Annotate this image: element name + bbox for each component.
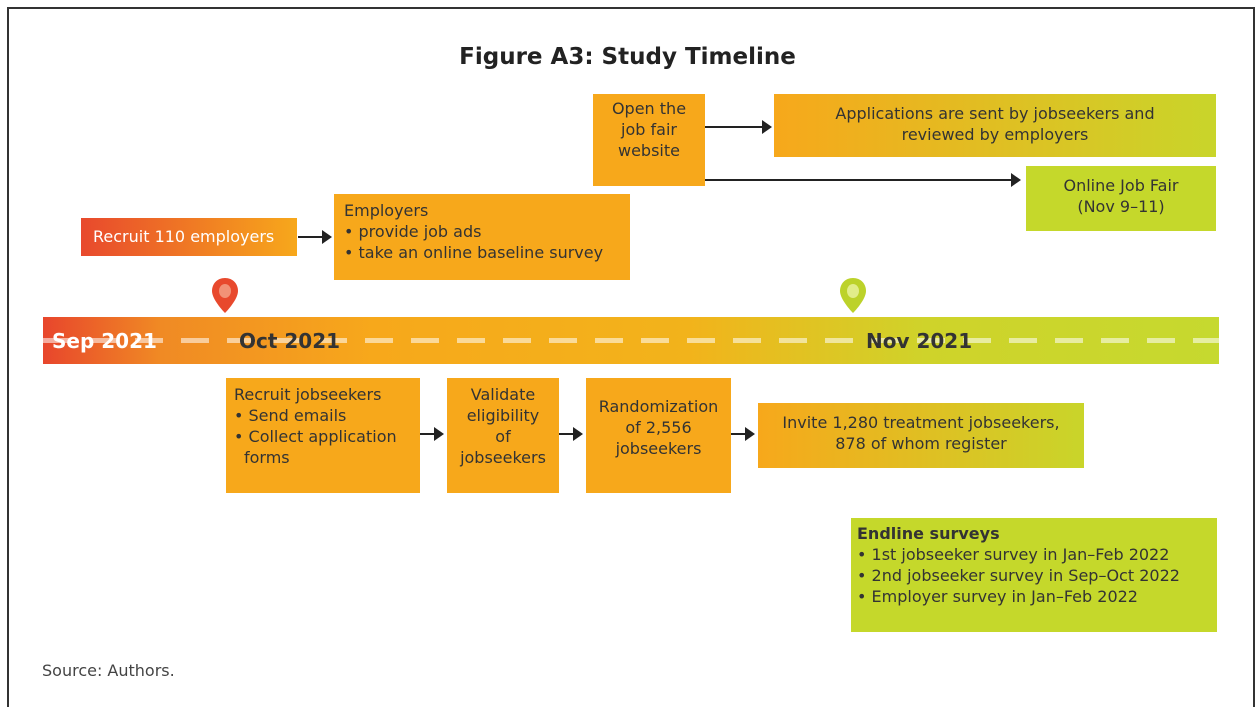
invite-line-2: 878 of whom register (835, 434, 1007, 453)
recruit-jobseekers-item-3: forms (244, 448, 290, 467)
timeline-label-sep: Sep 2021 (52, 329, 157, 353)
validate-line-4: jobseekers (460, 448, 546, 467)
applications-line-2: reviewed by employers (901, 125, 1089, 144)
arrow-randomization-to-invite (731, 427, 755, 441)
arrow-website-to-applications (705, 120, 772, 134)
invite-box: Invite 1,280 treatment jobseekers, 878 o… (758, 403, 1084, 468)
employers-item-2: • take an online baseline survey (344, 243, 604, 262)
recruit-employers-box: Recruit 110 employers (81, 218, 297, 256)
validate-line-3: of (495, 427, 511, 446)
randomization-line-2: of 2,556 (625, 418, 692, 437)
endline-item-1: • 1st jobseeker survey in Jan–Feb 2022 (857, 545, 1170, 564)
online-job-fair-box: Online Job Fair (Nov 9–11) (1026, 166, 1216, 231)
red-map-pin-icon (212, 278, 238, 313)
employers-title: Employers (344, 201, 429, 220)
employers-item-1: • provide job ads (344, 222, 482, 241)
applications-box: Applications are sent by jobseekers and … (774, 94, 1216, 157)
arrow-website-to-online-fair (705, 173, 1021, 187)
green-map-pin-icon (840, 278, 866, 313)
employers-box: Employers • provide job ads • take an on… (334, 194, 630, 280)
figure-title: Figure A3: Study Timeline (459, 44, 796, 70)
randomization-box: Randomization of 2,556 jobseekers (586, 378, 731, 493)
randomization-line-3: jobseekers (615, 439, 702, 458)
figure-frame (7, 7, 1255, 707)
timeline-label-oct: Oct 2021 (239, 329, 341, 353)
validate-line-1: Validate (470, 385, 536, 404)
applications-line-1: Applications are sent by jobseekers and (835, 104, 1155, 123)
recruit-jobseekers-item-2: • Collect application (234, 427, 397, 446)
arrow-recruit-to-validate (420, 427, 444, 441)
open-website-box: Open the job fair website (593, 94, 705, 186)
source-note: Source: Authors. (42, 661, 175, 680)
randomization-line-1: Randomization (598, 397, 719, 416)
invite-line-1: Invite 1,280 treatment jobseekers, (782, 413, 1060, 432)
recruit-jobseekers-title: Recruit jobseekers (234, 385, 382, 404)
endline-item-3: • Employer survey in Jan–Feb 2022 (857, 587, 1138, 606)
endline-item-2: • 2nd jobseeker survey in Sep–Oct 2022 (857, 566, 1180, 585)
open-website-line-1: Open the (611, 99, 687, 118)
recruit-jobseekers-item-1: • Send emails (234, 406, 347, 425)
validate-line-2: eligibility (466, 406, 540, 425)
online-fair-line-2: (Nov 9–11) (1077, 197, 1165, 216)
open-website-line-3: website (618, 141, 680, 160)
online-fair-line-1: Online Job Fair (1063, 176, 1179, 195)
endline-surveys-box: Endline surveys • 1st jobseeker survey i… (851, 518, 1217, 632)
timeline-dashes (43, 338, 1219, 343)
open-website-line-2: job fair (621, 120, 677, 139)
endline-title: Endline surveys (857, 524, 1000, 543)
recruit-jobseekers-box: Recruit jobseekers • Send emails • Colle… (226, 378, 420, 493)
arrow-recruit-to-employers (298, 230, 332, 244)
arrow-validate-to-randomization (559, 427, 583, 441)
timeline-label-nov: Nov 2021 (866, 329, 973, 353)
validate-box: Validate eligibility of jobseekers (447, 378, 559, 493)
recruit-employers-label: Recruit 110 employers (93, 227, 275, 246)
